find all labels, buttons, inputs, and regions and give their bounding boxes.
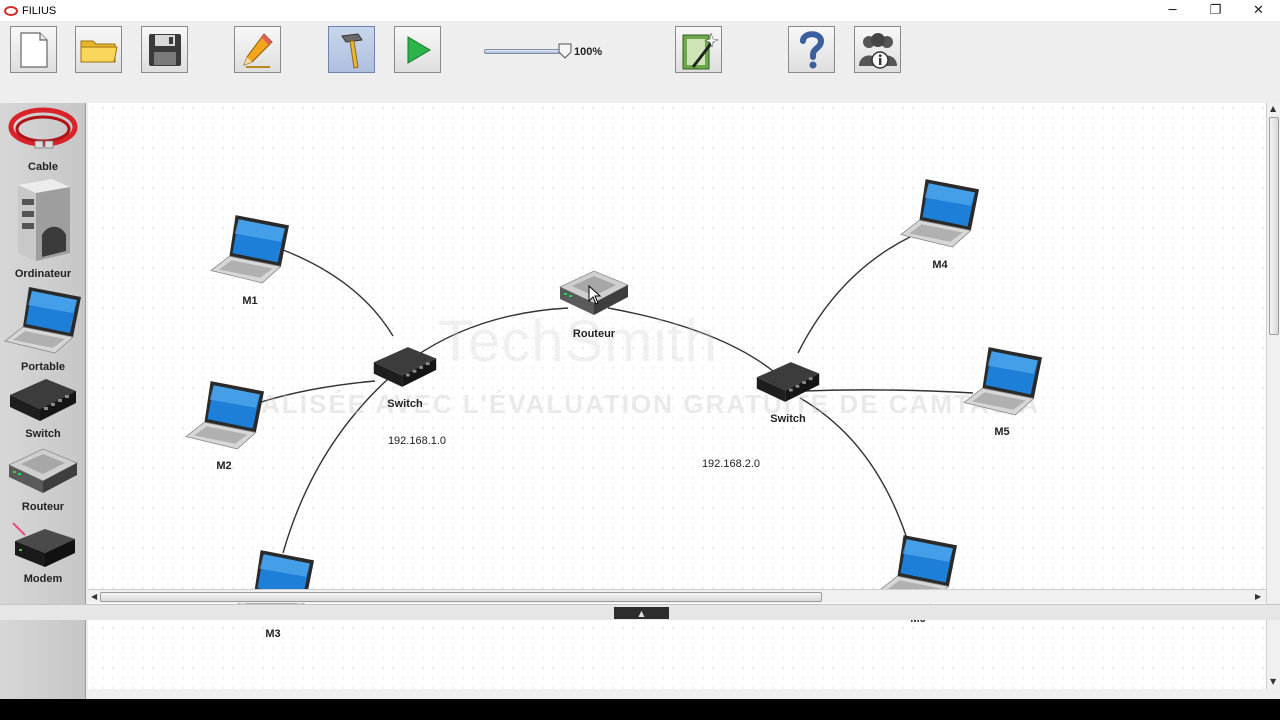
vertical-scrollbar[interactable]: ▲ ▼ xyxy=(1266,103,1280,689)
palette-label-router: Routeur xyxy=(21,501,65,513)
title-bar: FILIUS ─ ❐ ✕ xyxy=(0,0,1280,21)
minimize-button[interactable]: ─ xyxy=(1168,3,1177,18)
label-switch-1: Switch xyxy=(387,398,423,410)
design-mode-button[interactable] xyxy=(234,26,281,73)
new-file-button[interactable] xyxy=(10,26,57,73)
palette-label-modem: Modem xyxy=(23,573,63,585)
bottom-bar: ▲ xyxy=(0,604,1280,620)
network-address-1: 192.168.1.0 xyxy=(387,435,447,447)
app-window: 100% xyxy=(0,21,1280,699)
zoom-thumb-icon[interactable] xyxy=(558,43,572,59)
palette-label-laptop: Portable xyxy=(20,361,65,373)
play-icon xyxy=(407,35,431,64)
computer-icon xyxy=(18,179,70,261)
palette-item-computer[interactable] xyxy=(0,175,86,269)
cables-layer xyxy=(257,236,974,554)
filius-app-icon xyxy=(4,5,18,16)
palette-item-laptop[interactable] xyxy=(0,283,86,361)
scroll-left-icon[interactable]: ◀ xyxy=(91,592,98,601)
label-m1: M1 xyxy=(242,295,258,307)
horizontal-scrollbar[interactable]: ◀ ▶ xyxy=(88,589,1266,603)
zoom-track[interactable] xyxy=(484,49,564,54)
horizontal-scroll-thumb[interactable] xyxy=(100,592,822,602)
window-title: FILIUS xyxy=(22,4,57,17)
laptop-m2-icon[interactable] xyxy=(183,377,267,453)
pencil-icon xyxy=(242,32,273,68)
laptop-m1-icon[interactable] xyxy=(208,211,292,287)
cable-m1-switch1[interactable] xyxy=(277,247,394,337)
cable-switch1-router[interactable] xyxy=(412,307,569,359)
scroll-right-icon[interactable]: ▶ xyxy=(1255,592,1262,601)
watermark-techsmith: TechSmith xyxy=(438,309,718,374)
watermark-camtasia: RÉALISÉE AVEC L'ÉVALUATION GRATUITE DE C… xyxy=(221,389,1041,419)
cable-icon xyxy=(8,107,78,149)
palette-label-computer: Ordinateur xyxy=(14,268,72,280)
palette-item-modem[interactable] xyxy=(0,515,86,577)
modem-icon xyxy=(12,522,75,567)
wizard-button[interactable] xyxy=(675,26,722,73)
expand-panel-button[interactable]: ▲ xyxy=(614,607,669,619)
palette-item-switch[interactable] xyxy=(0,375,86,429)
switch-icon xyxy=(10,379,76,421)
cable-m2-switch1[interactable] xyxy=(257,380,376,404)
label-m4: M4 xyxy=(932,259,948,271)
switch-2-icon[interactable] xyxy=(753,358,823,406)
new-document-icon xyxy=(19,31,48,68)
restore-button[interactable]: ❐ xyxy=(1209,3,1222,18)
label-router: Routeur xyxy=(572,328,616,340)
zoom-slider[interactable]: 100% xyxy=(484,43,614,61)
chevron-up-icon: ▲ xyxy=(638,608,645,618)
palette-item-router[interactable] xyxy=(0,443,86,503)
router-icon xyxy=(8,448,78,493)
mouse-cursor-icon xyxy=(588,285,602,305)
window-controls: ─ ❐ ✕ xyxy=(1151,0,1280,21)
switch-1-icon[interactable] xyxy=(370,343,440,391)
palette-item-cable[interactable] xyxy=(0,105,86,161)
router-icon-node[interactable] xyxy=(556,265,632,321)
palette-label-cable: Cable xyxy=(28,161,58,173)
cable-switch2-m4[interactable] xyxy=(797,236,911,354)
label-m3: M3 xyxy=(265,628,281,640)
zoom-value: 100% xyxy=(574,46,603,58)
cable-switch2-m5[interactable] xyxy=(802,389,974,394)
cable-m3-switch1[interactable] xyxy=(282,378,389,554)
help-button[interactable] xyxy=(788,26,835,73)
scroll-down-icon[interactable]: ▼ xyxy=(1270,677,1277,686)
scroll-up-icon[interactable]: ▲ xyxy=(1270,104,1277,113)
palette-label-switch: Switch xyxy=(25,428,61,440)
open-file-button[interactable] xyxy=(75,26,122,73)
vertical-scroll-thumb[interactable] xyxy=(1269,117,1279,335)
wizard-wand-icon xyxy=(682,32,719,69)
simulation-mode-button[interactable] xyxy=(394,26,441,73)
build-mode-button[interactable] xyxy=(328,26,375,73)
hammer-icon xyxy=(340,32,363,69)
label-m5: M5 xyxy=(994,426,1010,438)
folder-icon xyxy=(80,40,118,62)
component-palette: Cable Ordinateur xyxy=(0,103,86,699)
network-address-2: 192.168.2.0 xyxy=(701,458,761,470)
laptop-icon xyxy=(4,287,81,354)
label-switch-2: Switch xyxy=(770,413,806,425)
save-file-button[interactable] xyxy=(141,26,188,73)
cable-router-switch2[interactable] xyxy=(607,307,774,372)
laptop-m5-icon[interactable] xyxy=(961,343,1045,419)
laptop-m4-icon[interactable] xyxy=(898,175,982,251)
close-button[interactable]: ✕ xyxy=(1253,3,1264,18)
question-mark-icon xyxy=(799,30,824,68)
label-m2: M2 xyxy=(216,460,232,472)
floppy-disk-icon xyxy=(148,33,181,66)
toolbar: 100% xyxy=(0,21,1280,101)
about-button[interactable] xyxy=(854,26,901,73)
cable-switch2-m6[interactable] xyxy=(799,397,911,549)
people-info-icon xyxy=(858,32,897,69)
